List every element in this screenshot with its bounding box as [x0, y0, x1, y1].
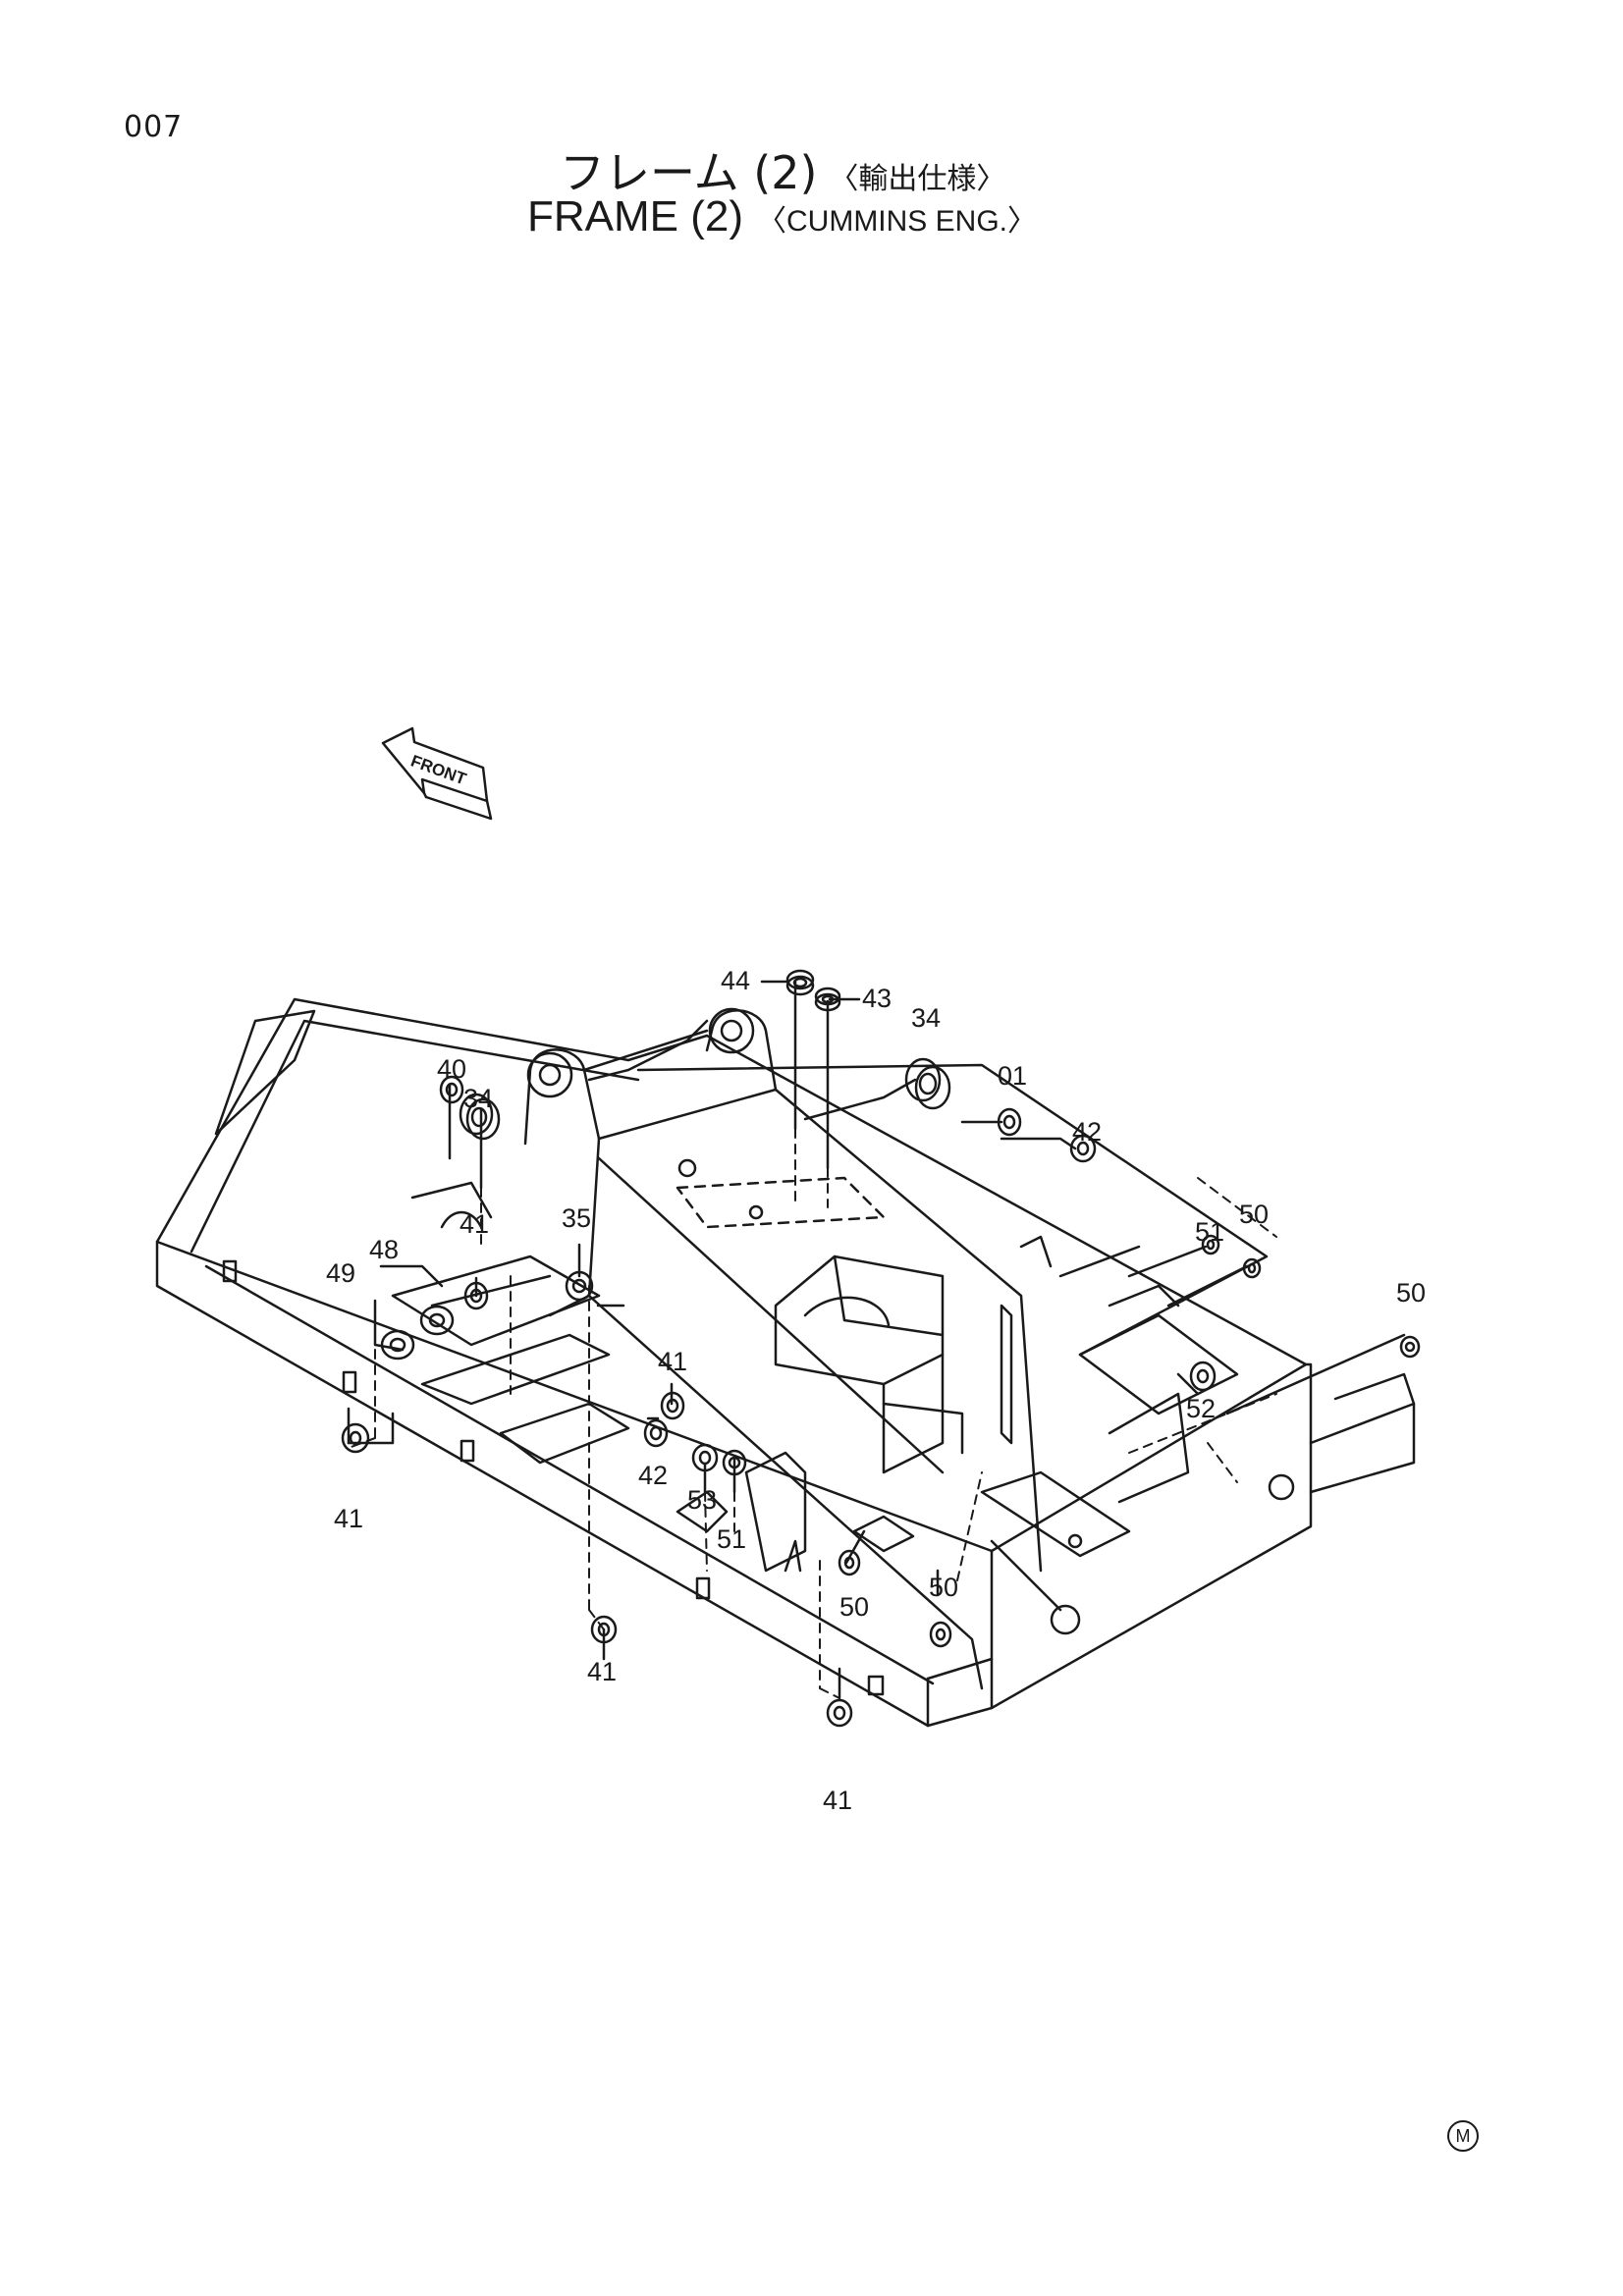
callout-43: 43 — [862, 984, 892, 1013]
part-41-mid-icon — [660, 1391, 685, 1420]
boom-bracket — [523, 1007, 1043, 1690]
upper-platform — [636, 1063, 1269, 1357]
callout-50-right: 50 — [1239, 1200, 1269, 1229]
callout-42-right: 42 — [1072, 1117, 1102, 1147]
callout-50-low: 50 — [929, 1573, 958, 1602]
callout-50-mid: 50 — [839, 1592, 869, 1622]
part-52-icon — [1189, 1361, 1217, 1392]
title-japanese-spec: 〈輸出仕様〉 — [829, 162, 1006, 196]
right-inner-bays — [980, 1235, 1239, 1612]
part-43-icon — [814, 987, 841, 1012]
left-inner-plates — [391, 1181, 915, 1573]
title-japanese: フレーム (2) 〈輸出仕様〉 — [560, 137, 1005, 202]
leader-lines — [347, 980, 1406, 1700]
part-44-icon — [785, 969, 815, 996]
part-41-upper-icon — [463, 1281, 489, 1310]
part-50-mid-icon — [838, 1549, 861, 1576]
callout-51-right: 51 — [1195, 1217, 1224, 1247]
part-41-left-icon — [341, 1422, 370, 1454]
part-42-right-icon — [1069, 1134, 1097, 1163]
callout-40: 40 — [437, 1054, 466, 1084]
page-number: 007 — [124, 110, 184, 144]
part-34-left-icon — [459, 1093, 501, 1141]
parts — [341, 969, 1421, 1728]
callout-41-left: 41 — [334, 1504, 363, 1533]
callout-53: 53 — [687, 1485, 717, 1515]
callout-labels: 44 43 34 40 34 01 42 41 35 51 50 48 49 5… — [326, 966, 1426, 1815]
part-01-icon — [997, 1107, 1022, 1137]
callout-41-bottom: 41 — [823, 1786, 852, 1815]
callout-42-mid: 42 — [638, 1461, 668, 1490]
callout-50-far: 50 — [1396, 1278, 1426, 1308]
callout-52: 52 — [1186, 1394, 1216, 1423]
callout-41-low: 41 — [587, 1657, 617, 1686]
part-50-right-icon — [1242, 1257, 1262, 1279]
part-53-icon — [691, 1443, 719, 1472]
callout-44: 44 — [721, 966, 750, 995]
callout-35: 35 — [562, 1203, 591, 1233]
part-41-bottom-icon — [826, 1698, 853, 1728]
part-51-mid-icon — [722, 1449, 747, 1476]
callout-49: 49 — [326, 1258, 355, 1288]
part-41-low-icon — [590, 1615, 618, 1644]
part-35-icon — [565, 1270, 594, 1302]
callout-48: 48 — [369, 1235, 399, 1264]
front-arrow-icon — [381, 726, 493, 821]
title-english-spec: 〈CUMMINS ENG.〉 — [757, 205, 1037, 238]
callout-01: 01 — [998, 1061, 1027, 1091]
part-50-far-icon — [1399, 1335, 1421, 1359]
frame-body — [155, 997, 1416, 1728]
part-51-right-icon — [1201, 1234, 1220, 1255]
part-49-icon — [380, 1329, 415, 1361]
reference-lines — [348, 1128, 1277, 1699]
callout-41-upper: 41 — [460, 1209, 489, 1239]
part-50-low-icon — [929, 1621, 952, 1648]
title-english: FRAME (2) 〈CUMMINS ENG.〉 — [527, 192, 1037, 241]
callout-41-mid: 41 — [658, 1347, 687, 1376]
center-box — [774, 1255, 964, 1474]
part-34-right-icon — [904, 1057, 951, 1110]
title-japanese-main: フレーム (2) — [560, 146, 818, 199]
part-42-mid-icon — [643, 1418, 669, 1448]
callout-34-right: 34 — [911, 1003, 941, 1033]
callout-34-left: 34 — [463, 1084, 493, 1113]
part-40-icon — [439, 1075, 464, 1104]
registration-mark: M — [1447, 2120, 1479, 2152]
title-english-main: FRAME (2) — [527, 192, 743, 240]
callout-51-mid: 51 — [717, 1524, 746, 1554]
part-48-icon — [419, 1305, 455, 1336]
